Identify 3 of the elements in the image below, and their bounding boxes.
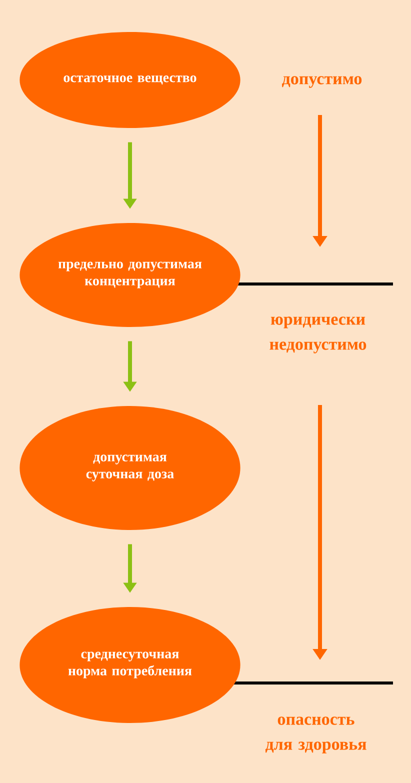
status-label: юридически недопустимо <box>270 316 366 354</box>
status-label: опасность для здоровья <box>265 716 366 754</box>
status-label: допустимо <box>282 76 362 88</box>
